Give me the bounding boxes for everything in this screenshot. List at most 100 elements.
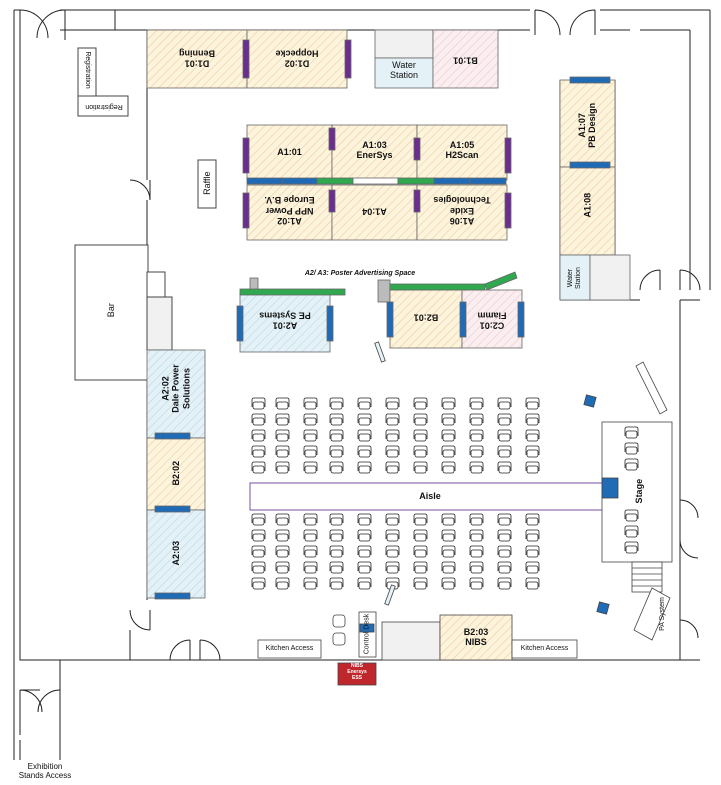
audience-chair <box>357 577 372 590</box>
audience-chair <box>525 397 540 410</box>
left-stands <box>146 349 206 600</box>
water-station-top: Water Station <box>389 60 419 81</box>
registration-label: Registration <box>85 103 123 111</box>
audience-chair <box>303 445 318 458</box>
audience-chair <box>251 445 266 458</box>
audience-chair <box>413 445 428 458</box>
stand-b202: B2:02 <box>170 460 181 486</box>
audience-chair <box>497 461 512 474</box>
audience-chair <box>251 513 266 526</box>
audience-chair <box>329 577 344 590</box>
audience-chair <box>329 561 344 574</box>
kitchen-access-right: Kitchen Access <box>520 645 569 652</box>
audience-chair <box>413 429 428 442</box>
audience-chair <box>441 529 456 542</box>
audience-chair <box>441 577 456 590</box>
audience-chair <box>329 461 344 474</box>
audience-chair <box>441 561 456 574</box>
audience-chair <box>303 413 318 426</box>
audience-chair <box>329 413 344 426</box>
audience-chair <box>385 461 400 474</box>
audience-chair <box>275 413 290 426</box>
aisle <box>249 482 606 511</box>
audience-chair <box>357 545 372 558</box>
stand-a108: A1:08 <box>582 192 593 218</box>
audience-chair <box>275 561 290 574</box>
audience-chair <box>275 545 290 558</box>
stand-a106: A1:06 Exide Technologies <box>433 195 491 227</box>
audience-chair <box>275 461 290 474</box>
stand-a201: A2:01 PE Systems <box>259 310 311 331</box>
audience-chair <box>357 529 372 542</box>
exhibition-access-label: Exhibition Stands Access <box>18 762 72 781</box>
audience-chair <box>469 561 484 574</box>
audience-chair <box>303 577 318 590</box>
audience-chair <box>275 577 290 590</box>
audience-chair <box>469 461 484 474</box>
control-desk-label: Control Desk <box>363 613 371 655</box>
audience-chair <box>469 445 484 458</box>
stage-label: Stage <box>633 478 644 504</box>
audience-chair <box>525 461 540 474</box>
audience-chair <box>385 413 400 426</box>
water-station-right: Water Station <box>566 267 582 289</box>
audience-chair <box>385 397 400 410</box>
stand-a105: A1:05 H2Scan <box>445 140 479 161</box>
audience-chair <box>497 577 512 590</box>
stand-a202: A2:02 Dale Power Solutions <box>160 364 192 413</box>
audience-chair <box>441 429 456 442</box>
audience-chair <box>329 513 344 526</box>
audience-chair <box>441 445 456 458</box>
audience-chair <box>413 513 428 526</box>
stand-a203: A2:03 <box>170 540 181 566</box>
pa-system-label: PA System <box>658 597 666 631</box>
stand-a104: A1:04 <box>362 206 387 217</box>
stand-a102: A1:02 NPP Power Europe B.V. <box>264 195 315 227</box>
audience-chair <box>413 413 428 426</box>
audience-chair <box>413 529 428 542</box>
audience-chair <box>469 397 484 410</box>
audience-chair <box>251 545 266 558</box>
poster-space-label: A2/ A3: Poster Advertising Space <box>304 270 416 277</box>
stand-a101: A1:01 <box>277 147 302 157</box>
audience-chair <box>525 577 540 590</box>
audience-chair <box>329 545 344 558</box>
audience-chair <box>413 397 428 410</box>
control-desk-area <box>257 611 578 686</box>
stand-c201: C2:01 Fiamm <box>477 310 507 331</box>
audience-chair <box>525 513 540 526</box>
audience-chair <box>497 429 512 442</box>
audience-chair <box>303 397 318 410</box>
audience-chair <box>329 429 344 442</box>
audience-chair <box>303 461 318 474</box>
audience-chair <box>251 413 266 426</box>
audience-chair <box>357 397 372 410</box>
audience-chair <box>497 413 512 426</box>
stand-d102: D1:02 Hoppecke <box>275 48 319 69</box>
stand-a107: A1:07 PB Design <box>577 102 598 148</box>
audience-chair <box>329 529 344 542</box>
audience-chair <box>413 461 428 474</box>
registration-desk <box>77 47 129 117</box>
audience-chair <box>303 429 318 442</box>
stand-a103: A1:03 EnerSys <box>356 140 393 161</box>
audience-chair <box>357 445 372 458</box>
audience-chair <box>251 529 266 542</box>
audience-chair <box>441 397 456 410</box>
audience-chair <box>357 561 372 574</box>
stand-b201: B2:01 <box>413 312 439 323</box>
audience-chair <box>497 397 512 410</box>
audience-chair <box>469 545 484 558</box>
audience-chair <box>441 461 456 474</box>
stage-chair <box>624 541 639 554</box>
stage-chair <box>624 442 639 455</box>
audience-chair <box>385 529 400 542</box>
audience-chair <box>251 429 266 442</box>
audience-chair <box>251 461 266 474</box>
top-stands <box>146 29 499 89</box>
kitchen-access-left: Kitchen Access <box>265 645 314 652</box>
raffle-table <box>197 159 217 209</box>
bar-area <box>74 244 173 381</box>
audience-chair <box>385 561 400 574</box>
audience-chair <box>303 561 318 574</box>
